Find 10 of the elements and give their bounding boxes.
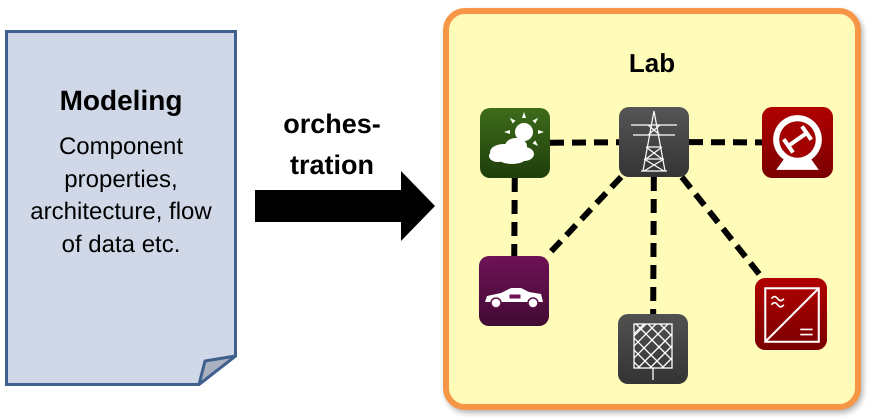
edge-label: orches- tration <box>282 108 382 182</box>
dashed-connector <box>688 139 762 146</box>
dashed-connector <box>511 178 518 256</box>
panel-title: Lab <box>628 48 676 79</box>
block-arrow <box>255 171 435 241</box>
document-text: Component properties, architecture, flow of data etc. <box>29 132 213 260</box>
document-title: Modeling <box>60 85 182 117</box>
dashed-connector <box>650 176 657 314</box>
lab-panel <box>443 8 861 410</box>
dashed-connector <box>550 139 620 146</box>
